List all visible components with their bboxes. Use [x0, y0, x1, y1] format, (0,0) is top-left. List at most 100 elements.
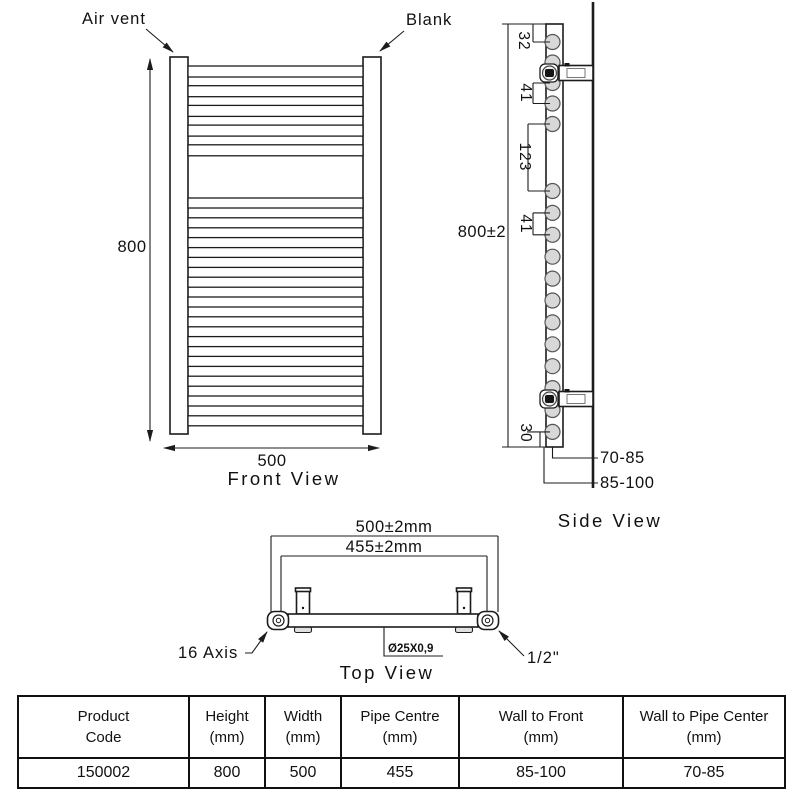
- connection-leader-arrow: [498, 630, 525, 657]
- tube-section: [544, 248, 561, 265]
- col-header-width: Width (mm): [264, 695, 342, 759]
- wall-to-pipe-leader: [551, 447, 598, 459]
- tube: [187, 316, 364, 328]
- front-upper-tube-group: [187, 65, 364, 157]
- tube-section: [544, 314, 561, 331]
- front-width-dimension-text: 500: [257, 452, 286, 470]
- blank-leader-arrow: [379, 30, 405, 52]
- col-header-product-code: Product Code: [17, 695, 190, 759]
- side-view: 800±2 32 41 123 41 30 70-85 85-100 Side …: [458, 2, 662, 531]
- upper-wall-bracket: [539, 63, 594, 83]
- top-view-title: Top View: [340, 662, 435, 683]
- tube: [187, 124, 364, 137]
- dim-123-text: 123: [516, 143, 533, 172]
- dim-30-text: 30: [517, 423, 534, 442]
- tube-section: [544, 358, 561, 375]
- dim-41a-text: 41: [517, 83, 534, 102]
- bracket-arm: [558, 390, 594, 408]
- tube-section: [544, 292, 561, 309]
- cap-ring: [272, 614, 285, 627]
- top-overall-width-text: 500±2mm: [356, 518, 433, 536]
- tube-section: [544, 270, 561, 287]
- bracket-clamp-core: [545, 69, 554, 77]
- tube: [187, 375, 364, 387]
- tube: [187, 415, 364, 427]
- side-tube-sections: [544, 33, 561, 440]
- cell-pipe-centre: 455: [340, 757, 460, 789]
- front-left-column: [169, 56, 189, 435]
- dim-32-text: 32: [515, 31, 532, 50]
- cell-width: 500: [264, 757, 342, 789]
- spec-table-data-row: 150002 800 500 455 85-100 70-85: [17, 757, 786, 789]
- bracket-arm: [558, 64, 594, 82]
- tube: [187, 335, 364, 348]
- tube: [187, 65, 364, 78]
- tube: [187, 85, 364, 98]
- top-cross-bar: [287, 613, 479, 628]
- bracket-foot: [454, 626, 474, 634]
- bracket-screw: [564, 63, 570, 67]
- air-vent-leader-arrow: [145, 28, 174, 53]
- top-view: 500±2mm 455±2mm: [178, 518, 560, 683]
- bracket-dot: [462, 606, 466, 610]
- axis-leader-arrow: [245, 631, 268, 654]
- bracket-screw: [564, 389, 570, 393]
- front-height-dimension-text: 800: [117, 238, 146, 256]
- spec-table: Product Code Height (mm) Width (mm) Pipe…: [17, 695, 786, 789]
- bracket-post: [456, 590, 472, 615]
- col-header-wall-to-front: Wall to Front (mm): [458, 695, 624, 759]
- tube: [187, 355, 364, 368]
- bracket-post: [295, 590, 311, 615]
- top-right-cap: [476, 610, 500, 631]
- wall-to-front-text: 85-100: [600, 474, 654, 492]
- tube: [187, 276, 364, 288]
- front-right-column: [362, 56, 382, 435]
- spec-table-header-row: Product Code Height (mm) Width (mm) Pipe…: [17, 695, 786, 759]
- bracket-post-cap: [294, 587, 312, 593]
- connection-label: 1/2": [527, 649, 560, 667]
- cap-axis: [275, 617, 282, 624]
- air-vent-label: Air vent: [82, 10, 146, 28]
- blank-label: Blank: [406, 11, 452, 29]
- top-pipe-centre-text: 455±2mm: [346, 538, 423, 556]
- tube: [187, 296, 364, 308]
- lower-wall-bracket: [539, 389, 594, 409]
- bracket-arm-slot: [566, 394, 586, 404]
- front-view: 800 500 Air vent Blank Front View: [82, 10, 452, 489]
- tube-section: [544, 336, 561, 353]
- tube-spec-leader: [383, 627, 443, 657]
- cap-axis: [484, 617, 491, 624]
- axis-label: 16 Axis: [178, 644, 238, 662]
- bracket-clamp-core: [545, 395, 554, 403]
- technical-drawing: 800 500 Air vent Blank Front View: [82, 2, 662, 683]
- tube: [187, 104, 364, 118]
- dim-41b-text: 41: [517, 214, 534, 233]
- col-header-pipe-centre: Pipe Centre (mm): [340, 695, 460, 759]
- tube: [187, 395, 364, 407]
- tube: [187, 256, 364, 269]
- tube: [187, 217, 364, 229]
- tube: [187, 144, 364, 157]
- col-header-wall-to-pipe-center: Wall to Pipe Center (mm): [622, 695, 786, 759]
- col-header-height: Height (mm): [188, 695, 266, 759]
- cap-ring: [481, 614, 494, 627]
- side-overall-height-text: 800±2: [458, 223, 506, 241]
- front-lower-tube-group: [187, 197, 364, 427]
- wall-to-pipe-text: 70-85: [600, 449, 645, 467]
- cell-product-code: 150002: [17, 757, 190, 789]
- cell-height: 800: [188, 757, 266, 789]
- tube-spec-text: Ø25X0,9: [388, 643, 433, 655]
- bracket-arm-slot: [566, 68, 586, 78]
- side-view-title: Side View: [558, 510, 662, 531]
- cell-wall-to-front: 85-100: [458, 757, 624, 789]
- wall-to-front-leader: [543, 447, 598, 484]
- cell-wall-to-pipe-center: 70-85: [622, 757, 786, 789]
- front-view-title: Front View: [227, 468, 340, 489]
- tube: [187, 236, 364, 249]
- bracket-dot: [301, 606, 305, 610]
- top-left-cap: [266, 610, 290, 631]
- bracket-foot: [293, 626, 313, 634]
- top-left-bracket: [293, 587, 313, 634]
- bracket-post-cap: [455, 587, 473, 593]
